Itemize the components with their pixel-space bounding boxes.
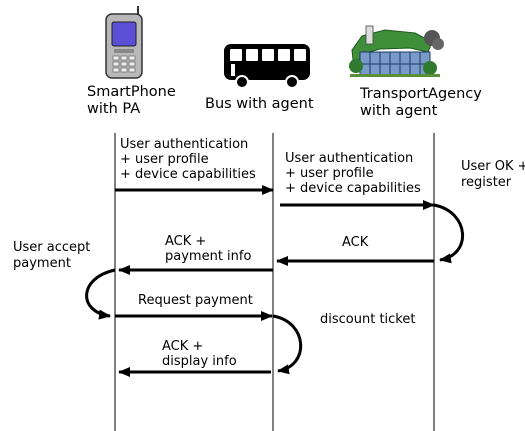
phone-self-label-1: User accept (13, 240, 90, 255)
bus-label: Bus with agent (205, 96, 314, 112)
phone-self-accept-arrow (85, 268, 116, 320)
agency-self-user-ok-arrow (433, 203, 465, 264)
bus-to-phone-display-label-1: ACK + (162, 339, 203, 354)
phone-to-bus-auth-label-2: + user profile (120, 152, 209, 167)
agency-to-bus-ack-label: ACK (342, 235, 369, 250)
agency-label-line2: with agent (360, 103, 438, 119)
agency-label-line1: TransportAgency (359, 86, 482, 102)
phone-to-bus-request-label: Request payment (138, 293, 253, 308)
bus-to-phone-ack-label-2: payment info (165, 249, 251, 264)
bus-to-agency-auth-label-3: + device capabilities (285, 181, 421, 196)
bus-to-agency-auth-label-1: User authentication (285, 151, 413, 166)
agency-self-label-2: register (461, 175, 512, 190)
agency-self-label-1: User OK + (461, 159, 525, 174)
bus-to-phone-ack-label-1: ACK + (165, 234, 206, 249)
phone-to-bus-auth-label-1: User authentication (120, 137, 248, 152)
smartphone-label-line2: with PA (87, 101, 140, 117)
bus-icon (224, 44, 310, 89)
bus-self-discount-arrow (272, 314, 303, 375)
phone-self-label-2: payment (13, 256, 71, 271)
phone-to-bus-auth-label-3: + device capabilities (120, 167, 256, 182)
bus-to-phone-display-label-2: display info (162, 354, 237, 369)
smartphone-icon (105, 6, 143, 79)
building-icon (349, 25, 444, 77)
smartphone-label-line1: SmartPhone (87, 84, 176, 100)
bus-self-discount-label: discount ticket (320, 312, 415, 327)
bus-to-agency-auth-label-2: + user profile (285, 166, 374, 181)
